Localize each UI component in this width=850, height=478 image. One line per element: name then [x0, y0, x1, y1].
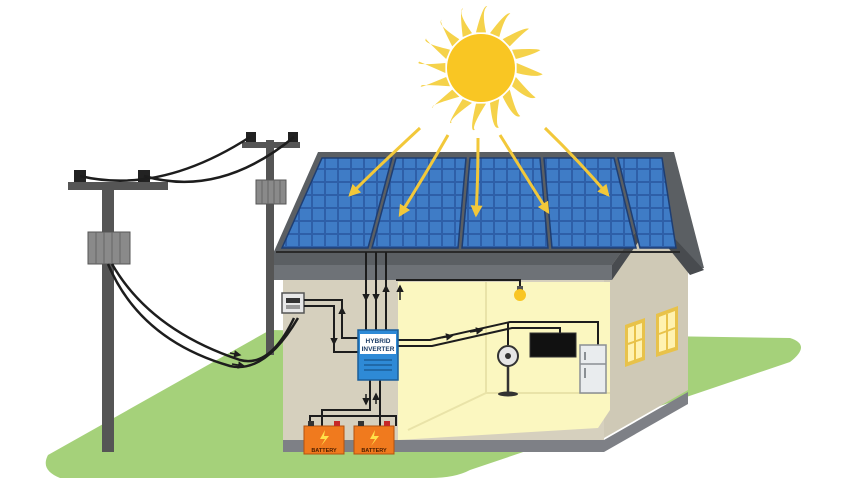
- sun-ray: [512, 49, 541, 59]
- sun-ray: [431, 89, 460, 108]
- sun-ray: [472, 103, 487, 131]
- utility-pole-far: [242, 132, 300, 355]
- sun-ray: [418, 61, 446, 74]
- inverter-label-line2: INVERTER: [362, 346, 395, 353]
- transformer-icon: [87, 231, 131, 265]
- light-bulb-icon: [514, 286, 526, 301]
- sun-ray: [502, 28, 529, 47]
- sun-ray: [502, 89, 521, 117]
- sun-ray: [490, 99, 500, 128]
- house-side-wall: [604, 205, 688, 438]
- utility-pole-near: [68, 170, 168, 452]
- solar-panel: [543, 157, 637, 249]
- sun-ray: [440, 19, 460, 47]
- sun-ray: [475, 6, 488, 33]
- sun-icon: [418, 6, 543, 131]
- refrigerator-icon: [579, 344, 607, 394]
- solar-panel: [371, 157, 467, 249]
- sun-ray: [512, 77, 536, 99]
- sun-ray: [450, 99, 472, 124]
- sun-ray: [420, 77, 450, 87]
- sun-rays: [418, 6, 543, 131]
- sun-ray: [425, 38, 450, 59]
- overhead-power-lines: [79, 135, 300, 369]
- window: [625, 318, 645, 367]
- window: [656, 306, 678, 357]
- inverter-label-line1: HYBRID: [366, 338, 391, 345]
- tv-icon: [529, 332, 577, 358]
- sunlight-arrows: [348, 126, 610, 218]
- battery: BATTERY: [303, 421, 345, 455]
- battery: BATTERY: [353, 421, 395, 455]
- sun-ray: [490, 13, 511, 37]
- transformer-icon: [255, 179, 287, 205]
- standing-fan-icon: [497, 345, 519, 397]
- battery-label: BATTERY: [311, 448, 337, 454]
- solar-panel: [461, 157, 549, 249]
- electric-meter: [281, 292, 305, 314]
- solar-panel: [617, 157, 677, 249]
- hybrid-inverter: HYBRID INVERTER: [357, 329, 399, 381]
- battery-label: BATTERY: [361, 448, 387, 454]
- sun-ray: [461, 8, 472, 37]
- sun-ray: [516, 62, 543, 76]
